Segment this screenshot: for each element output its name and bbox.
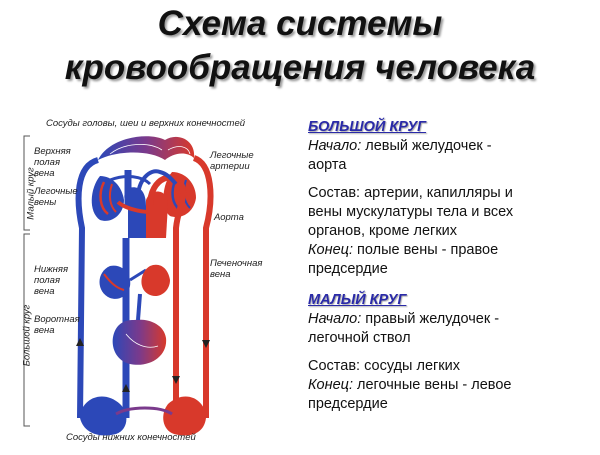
left-lung-capillaries [91,176,124,221]
lower-limb-capillaries [80,396,206,436]
circulation-diagram-drawing [23,135,214,436]
small-circle-end: Конец: легочные вены - левое [308,376,598,395]
slide-title: Схема системы кровообращения человека [0,2,600,90]
small-circle-start-text: правый желудочек - [365,311,500,327]
small-circle-start-label: Начало: [308,311,362,327]
small-circle-end-text: легочные вены - левое [357,377,512,393]
big-circle-heading: БОЛЬШОЙ КРУГ [308,119,427,135]
liver-capillaries [99,265,147,299]
pulmonary-vessels [109,169,178,214]
big-circle-end: Конец: полые вены - правое [308,241,598,260]
description-panel: БОЛЬШОЙ КРУГ Начало: левый желудочек - а… [308,118,598,414]
aorta [147,174,187,418]
title-line-1: Схема системы [157,4,443,43]
big-circle-composition-3: органов, кроме легких [308,223,458,239]
portal-vein-label: Воротная вена [34,314,80,336]
big-circle-start-text: левый желудочек - [365,138,492,154]
big-circle-start: Начало: левый желудочек - [308,137,598,156]
systemic-loop [75,155,214,419]
head-vessels-label: Сосуды головы, шеи и верхних конечностей [46,118,246,129]
big-circle-end-text: полые вены - правое [357,242,499,258]
small-circle-bracket [23,135,30,231]
small-circle-end-label: Конец: [308,377,353,393]
big-circle-end-label: Конец: [308,242,353,258]
inferior-vena-cava-label: Нижняя полая вена [34,264,69,297]
small-circle-start: Начало: правый желудочек - [308,310,598,329]
big-circle-end-text-2: предсердие [308,261,388,277]
pulmonary-veins-label: Легочные вены [34,186,78,208]
hepatic-vein-label: Печеночная вена [210,258,263,280]
aorta-label: Аорта [214,212,244,223]
small-circle-end-text-2: предсердие [308,396,388,412]
big-circle-start-label: Начало: [308,138,362,154]
big-circle-label: Большой круг [21,304,33,367]
intestine-capillaries [112,264,170,365]
title-line-2: кровообращения человека [64,48,536,87]
big-circle-bracket [23,233,30,427]
small-circle-start-text-2: легочной ствол [308,330,411,346]
circulation-diagram: Сосуды головы, шеи и верхних конечностей… [0,88,310,450]
small-circle-heading: МАЛЫЙ КРУГ [308,292,407,308]
superior-vena-cava-label: Верхняя полая вена [34,146,71,179]
lower-limb-vessels-label: Сосуды нижних конечностей [66,432,196,443]
head-capillaries [98,136,195,160]
small-circle-composition-1: Состав: сосуды легких [308,358,461,374]
flow-arrows [76,338,210,392]
big-circle-start-text-2: аорта [308,157,347,173]
big-circle-composition-1: Состав: артерии, капилляры и [308,185,513,201]
pulmonary-arteries-label: Легочные артерии [210,150,254,172]
big-circle-composition-2: вены мускулатуры тела и всех [308,204,514,220]
